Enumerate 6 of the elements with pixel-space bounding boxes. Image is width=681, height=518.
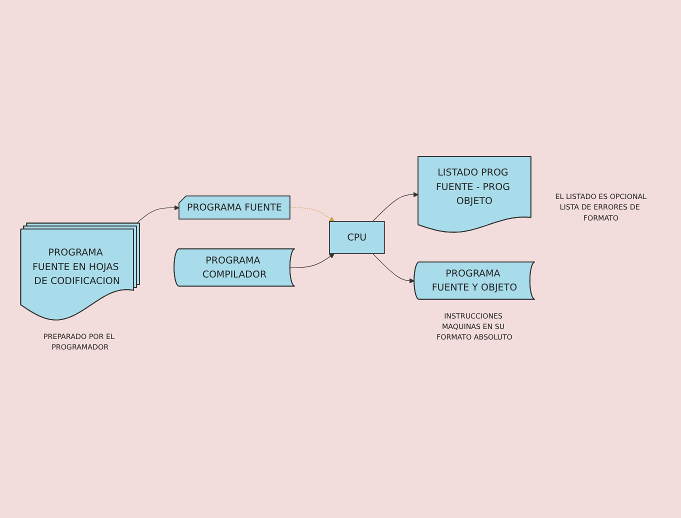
arrow xyxy=(290,207,335,222)
node-box: CPU xyxy=(329,221,385,254)
arrow xyxy=(290,253,335,268)
arrow xyxy=(372,192,419,222)
arrow xyxy=(372,253,415,284)
arrow xyxy=(136,205,180,224)
